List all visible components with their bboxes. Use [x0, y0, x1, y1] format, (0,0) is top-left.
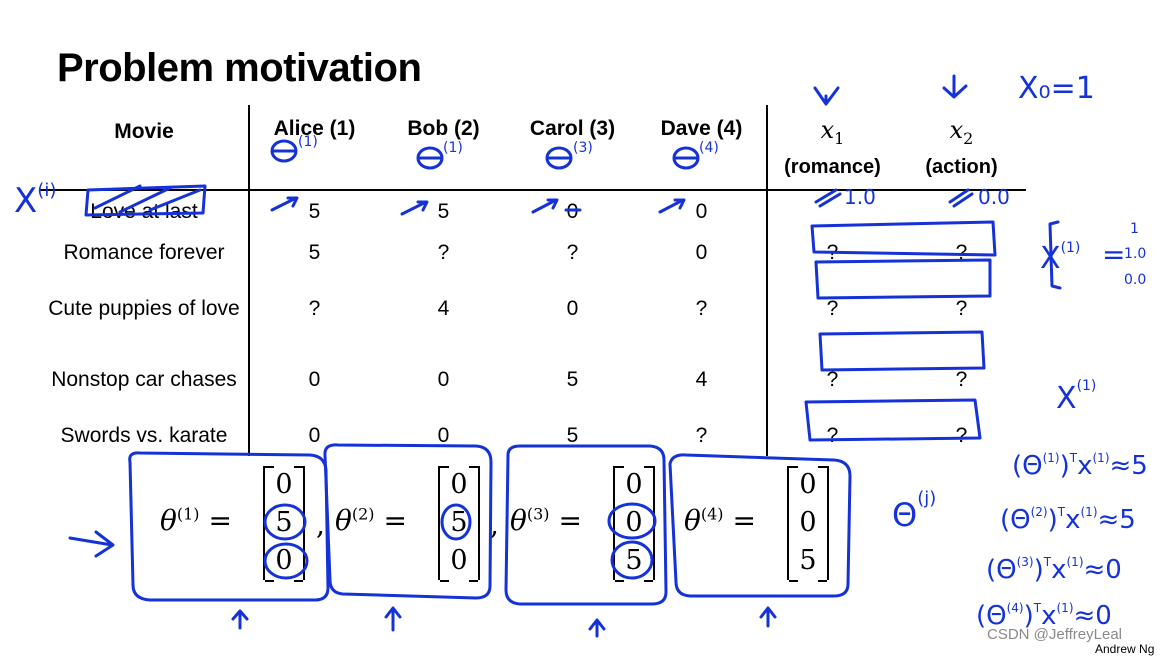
header-movie: Movie — [40, 105, 250, 191]
theta-lhs: θ(4) = — [684, 504, 756, 537]
rating-cell: 4 — [437, 296, 450, 320]
matrix-entry: 5 — [625, 545, 643, 576]
theta-matrix: 0 0 5 — [787, 466, 829, 582]
ratings-table: Movie Alice (1) Bob (2) Carol (3) Dave (… — [40, 105, 1026, 456]
theta-matrix: 0 5 0 — [438, 466, 480, 582]
feature-symbol: x2 — [949, 116, 974, 148]
matrix-entry: 0 — [625, 469, 643, 500]
rating-cell: ? — [566, 240, 579, 264]
rating-cell: 0 — [437, 367, 450, 391]
rating-cell: 0 — [437, 423, 450, 447]
matrix-entry: 0 — [450, 469, 468, 500]
rating-cell: 5 — [308, 240, 321, 264]
theta-vector-2: θ(2) = 0 5 0 — [335, 466, 495, 582]
table-header-row: Movie Alice (1) Bob (2) Carol (3) Dave (… — [40, 105, 1026, 191]
rating-cell: 5 — [437, 199, 450, 223]
matrix-entry: 5 — [275, 507, 293, 538]
rating-cell: 0 — [637, 232, 768, 273]
table-row: Nonstop car chases 0 0 5 4 ? ? — [40, 344, 1026, 415]
header-user-dave: Dave (4) — [637, 105, 768, 191]
watermark: CSDN @JeffreyLeal — [987, 626, 1122, 643]
movie-name: Swords vs. karate — [40, 415, 250, 456]
theta-vector-1: θ(1) = 0 5 0 — [160, 466, 320, 582]
feature-label: (action) — [925, 155, 998, 178]
theta-matrix: 0 5 0 — [263, 466, 305, 582]
matrix-entry: 0 — [450, 545, 468, 576]
feature-cell: ? — [955, 367, 968, 391]
header-user-bob: Bob (2) — [379, 105, 508, 191]
rating-cell: 5 — [566, 423, 579, 447]
vector-separator: , — [316, 508, 325, 541]
feature-cell: ? — [955, 296, 968, 320]
matrix-entry: 5 — [450, 507, 468, 538]
rating-cell: ? — [637, 273, 768, 344]
author-credit: Andrew Ng — [1095, 642, 1155, 656]
matrix-entry: 0 — [275, 469, 293, 500]
movie-name: Romance forever — [40, 232, 250, 273]
rating-cell: 5 — [308, 199, 321, 223]
theta-vector-4: θ(4) = 0 0 5 — [684, 466, 844, 582]
rating-cell: ? — [437, 240, 450, 264]
movie-name: Cute puppies of love — [40, 273, 250, 344]
table-row: Cute puppies of love ? 4 0 ? ? ? — [40, 273, 1026, 344]
matrix-entry: 0 — [625, 507, 643, 538]
rating-cell: 0 — [308, 423, 321, 447]
feature-cell: ? — [826, 296, 839, 320]
rating-cell: 0 — [308, 367, 321, 391]
matrix-entry: 5 — [799, 545, 817, 576]
vector-separator: , — [490, 508, 499, 541]
rating-cell: ? — [308, 296, 321, 320]
matrix-entry: 0 — [799, 507, 817, 538]
table-row: Romance forever 5 ? ? 0 ? ? — [40, 232, 1026, 273]
theta-lhs: θ(3) = — [510, 504, 582, 537]
rating-cell: 5 — [566, 367, 579, 391]
theta-lhs: θ(2) = — [335, 504, 407, 537]
feature-cell: ? — [826, 367, 839, 391]
feature-label: (romance) — [784, 155, 881, 178]
rating-cell: 0 — [566, 296, 579, 320]
header-feature-x2: x2 (action) — [897, 105, 1026, 191]
matrix-entry: 0 — [275, 545, 293, 576]
theta-lhs: θ(1) = — [160, 504, 232, 537]
movie-name: Nonstop car chases — [40, 344, 250, 415]
rating-cell: 4 — [637, 344, 768, 415]
matrix-entry: 0 — [799, 469, 817, 500]
theta-matrix: 0 0 5 — [613, 466, 655, 582]
header-user-carol: Carol (3) — [508, 105, 637, 191]
slide-title: Problem motivation — [57, 46, 422, 90]
feature-symbol: x1 — [820, 116, 845, 148]
theta-vector-3: θ(3) = 0 0 5 — [510, 466, 670, 582]
